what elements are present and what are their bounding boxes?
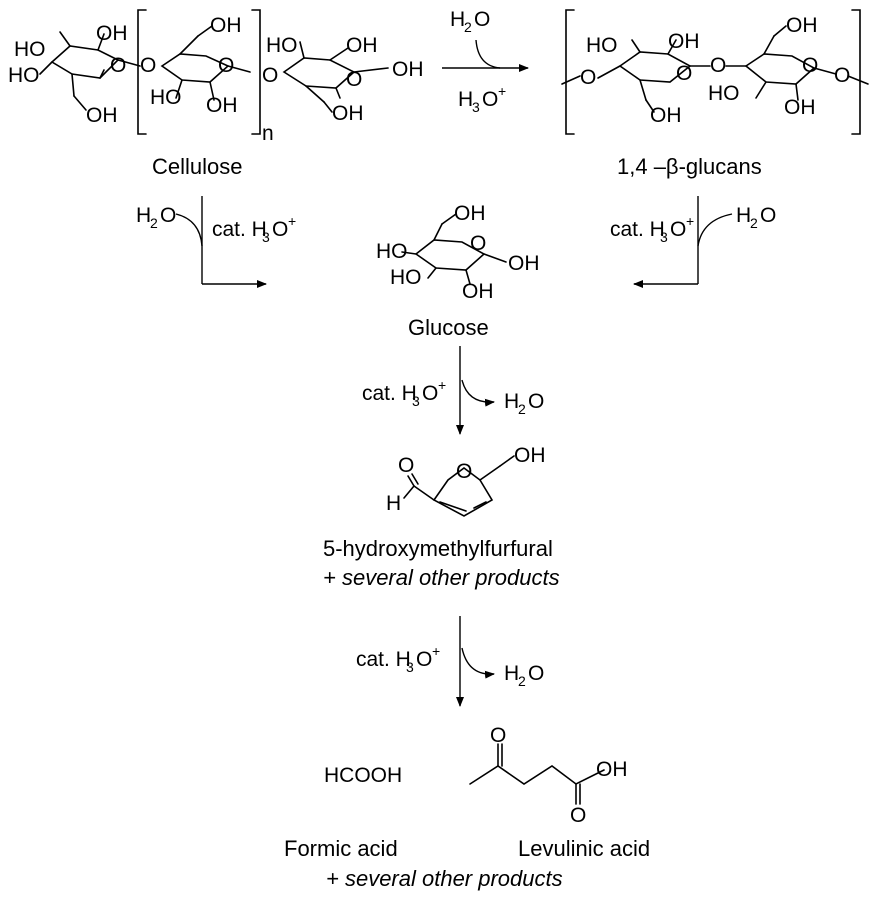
svg-text:O: O — [160, 204, 176, 227]
svg-text:cat. H: cat. H — [356, 648, 411, 671]
final-byproducts: + several other products — [326, 866, 563, 891]
atom-label: HO — [586, 34, 618, 57]
atom-label: O — [110, 54, 126, 77]
svg-text:O: O — [528, 662, 544, 685]
svg-text:H: H — [450, 8, 465, 31]
atom-label: OH — [86, 104, 118, 127]
hydrolysis-arrow-left: H 2 O cat. H 3 O + — [136, 196, 296, 288]
atom-label: OH — [650, 104, 682, 127]
svg-text:+: + — [432, 643, 440, 659]
cellulose-label: Cellulose — [152, 154, 243, 179]
svg-text:O: O — [482, 88, 498, 111]
atom-label: OH — [206, 94, 238, 117]
atom-label: HO — [390, 266, 422, 289]
atom-label: OH — [96, 22, 128, 45]
atom-label: OH — [346, 34, 378, 57]
svg-text:O: O — [528, 390, 544, 413]
atom-label: O — [570, 804, 586, 827]
svg-text:3: 3 — [406, 659, 414, 675]
svg-text:O: O — [760, 204, 776, 227]
hydrolysis-arrow-right: cat. H 3 O + H 2 O — [610, 196, 776, 288]
atom-label: OH — [508, 252, 540, 275]
hmf-structure: O H O OH — [386, 444, 546, 517]
svg-text:3: 3 — [262, 229, 270, 245]
svg-text:O: O — [422, 382, 438, 405]
levulinic-acid-label: Levulinic acid — [518, 836, 650, 861]
atom-label: O — [580, 66, 596, 89]
hmf-byproducts: + several other products — [323, 565, 560, 590]
svg-text:cat. H: cat. H — [362, 382, 417, 405]
svg-text:3: 3 — [660, 229, 668, 245]
svg-text:cat. H: cat. H — [610, 218, 665, 241]
atom-label: OH — [596, 758, 628, 781]
svg-text:2: 2 — [150, 215, 158, 231]
svg-text:3: 3 — [412, 393, 420, 409]
svg-text:+: + — [438, 377, 446, 393]
atom-label: HO — [150, 86, 182, 109]
glucans-label: 1,4 –β-glucans — [617, 154, 762, 179]
svg-text:cat. H: cat. H — [212, 218, 267, 241]
atom-label: O — [456, 460, 472, 483]
dehydration-arrow-1: cat. H 3 O + H 2 O — [362, 346, 544, 435]
svg-text:2: 2 — [750, 215, 758, 231]
svg-text:2: 2 — [464, 19, 472, 35]
glucans-structure: O HO OH O OH O OH O HO OH O — [561, 9, 869, 135]
atom-label: HO — [266, 34, 298, 57]
atom-label: OH — [786, 14, 818, 37]
atom-label: O — [262, 64, 278, 87]
atom-label: OH — [514, 444, 546, 467]
atom-label: O — [710, 54, 726, 77]
atom-label: OH — [462, 280, 494, 303]
atom-label: HO — [8, 64, 40, 87]
atom-label: OH — [392, 58, 424, 81]
svg-text:O: O — [416, 648, 432, 671]
svg-text:+: + — [288, 213, 296, 229]
formic-acid-formula: HCOOH — [324, 764, 402, 787]
atom-label: O — [834, 64, 850, 87]
atom-label: OH — [668, 30, 700, 53]
formic-acid-label: Formic acid — [284, 836, 398, 861]
atom-label: OH — [454, 202, 486, 225]
atom-label: OH — [210, 14, 242, 37]
atom-label: O — [398, 454, 414, 477]
svg-text:H: H — [504, 662, 519, 685]
atom-label: O — [346, 68, 362, 91]
svg-text:+: + — [498, 83, 506, 99]
cellulose-structure: HO HO OH O OH O n OH O HO OH O HO OH O O… — [8, 9, 424, 145]
svg-text:H: H — [504, 390, 519, 413]
rehydration-arrow-2: cat. H 3 O + H 2 O — [356, 616, 544, 707]
atom-label: HO — [376, 240, 408, 263]
atom-label: O — [218, 54, 234, 77]
svg-text:2: 2 — [518, 401, 526, 417]
atom-label: H — [386, 492, 401, 515]
svg-text:3: 3 — [472, 99, 480, 115]
svg-text:O: O — [670, 218, 686, 241]
atom-label: O — [470, 232, 486, 255]
svg-text:H: H — [736, 204, 751, 227]
atom-label: OH — [332, 102, 364, 125]
hydrolysis-arrow-top: H 2 O H 3 O + — [442, 8, 529, 115]
svg-text:H: H — [458, 88, 473, 111]
atom-label: O — [802, 54, 818, 77]
svg-text:O: O — [272, 218, 288, 241]
glucose-label: Glucose — [408, 315, 489, 340]
atom-label: HO — [708, 82, 740, 105]
svg-text:2: 2 — [518, 673, 526, 689]
atom-label: OH — [784, 96, 816, 119]
svg-text:+: + — [686, 213, 694, 229]
atom-label: O — [490, 724, 506, 747]
atom-label: O — [140, 54, 156, 77]
glucose-structure: OH O HO HO OH OH — [376, 202, 540, 303]
atom-label: HO — [14, 38, 46, 61]
atom-label: O — [676, 62, 692, 85]
hmf-label: 5-hydroxymethylfurfural — [323, 536, 553, 561]
svg-text:O: O — [474, 8, 490, 31]
svg-text:H: H — [136, 204, 151, 227]
levulinic-acid-structure: O OH O — [469, 724, 628, 827]
repeat-index: n — [262, 122, 274, 145]
